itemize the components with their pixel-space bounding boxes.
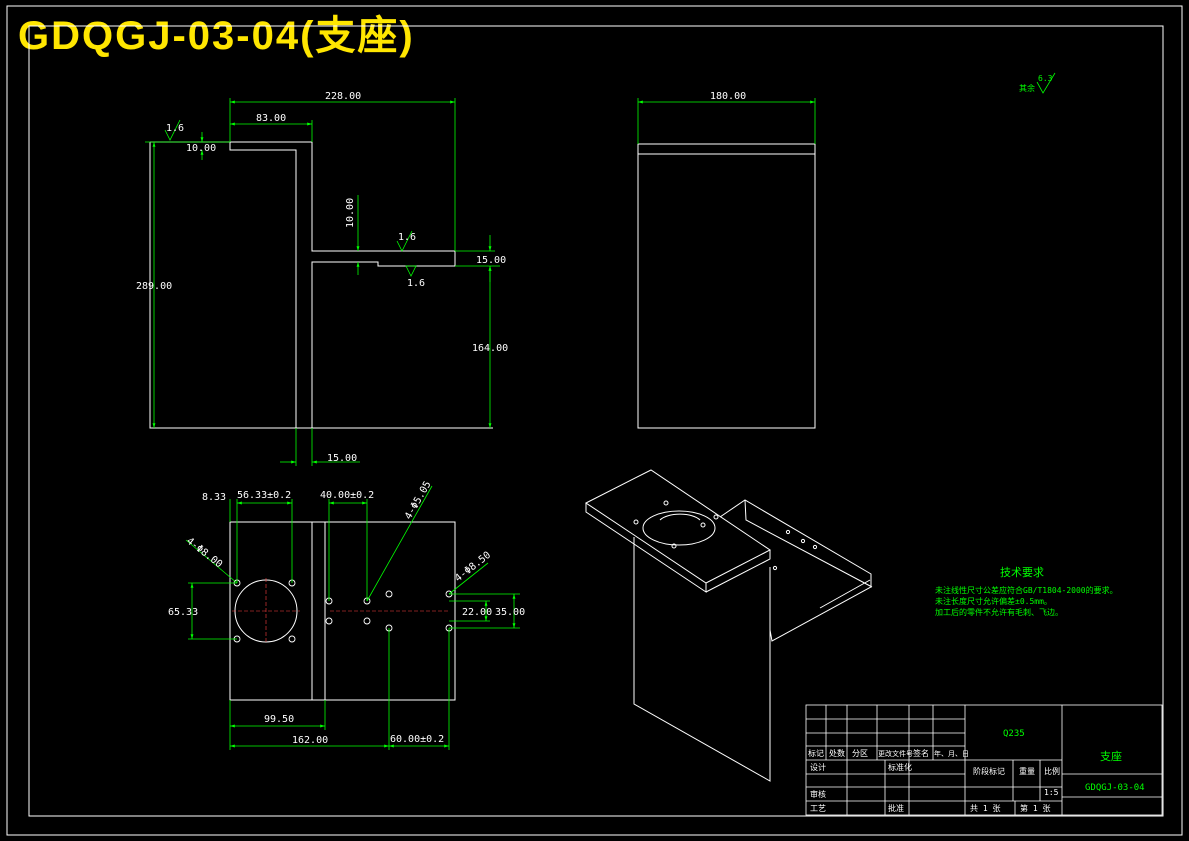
dim-bottom-6: 4-Φ8.50: [453, 550, 493, 585]
dim-bottom-11: 162.00: [292, 735, 328, 746]
drawing-number: GDQGJ-03-04: [1085, 783, 1145, 793]
roughness-general-value: 6.3: [1038, 74, 1053, 83]
general-roughness: 其余 6.3: [1019, 72, 1056, 94]
tb-header: 处数: [829, 748, 845, 758]
side-view-outline: [637, 143, 816, 429]
roughness-value: 1.6: [398, 232, 416, 243]
tb-row-label: 工艺: [810, 804, 826, 813]
tb-scale: 1:5: [1044, 788, 1059, 797]
roughness-value: 1.6: [407, 278, 425, 289]
tb-stage-label: 阶段标记: [973, 766, 1005, 776]
bottom-view-dim-texts: 8.33 56.33±0.2 40.00±0.2 4-Φ5.05 4-Φ8.00…: [168, 479, 525, 746]
dim-bottom-1: 8.33: [202, 492, 226, 503]
dim-wall-thk: 15.00: [327, 453, 357, 464]
dim-bottom-7: 65.33: [168, 607, 198, 618]
tech-req-line: 未注长度尺寸允许偏差±0.5mm。: [935, 596, 1052, 606]
roughness-value: 1.6: [166, 123, 184, 134]
bottom-view-centerlines: [232, 578, 450, 644]
dim-lower-height: 164.00: [472, 343, 508, 354]
tb-row-label: 设计: [810, 762, 826, 772]
dim-height-total: 289.00: [136, 281, 172, 292]
tech-req-line: 未注线性尺寸公差应符合GB/T1804-2000的要求。: [935, 585, 1118, 595]
tb-header: 年、月、日: [934, 749, 969, 758]
bottom-view: 8.33 56.33±0.2 40.00±0.2 4-Φ5.05 4-Φ8.00…: [168, 479, 525, 750]
dim-bottom-10: 99.50: [264, 714, 294, 725]
dim-bottom-3: 40.00±0.2: [320, 490, 374, 501]
tech-req-line: 加工后的零件不允许有毛刺、飞边。: [935, 607, 1063, 617]
dim-side-width: 180.00: [710, 91, 746, 102]
drawing-title: GDQGJ-03-04(支座): [18, 14, 415, 58]
dim-bottom-9: 35.00: [495, 607, 525, 618]
part-name: 支座: [1100, 749, 1122, 763]
title-block: Q235 支座 GDQGJ-03-04 标记 处数 分区 更改文件号 签名 年、…: [805, 704, 1163, 816]
dim-plate-thk: 10.00: [186, 143, 216, 154]
tb-header: 分区: [852, 749, 868, 758]
roughness-symbols: [164, 119, 417, 277]
front-view-dim-texts: 228.00 83.00 10.00 289.00 10.00 15.00 16…: [136, 91, 508, 464]
dim-step: 15.00: [476, 255, 506, 266]
dim-bottom-4: 4-Φ5.05: [403, 479, 434, 521]
tb-sheet-number: 第 1 张: [1020, 803, 1050, 813]
roughness-labels: 1.6 1.6 1.6: [166, 123, 425, 289]
tb-sheet-total: 共 1 张: [970, 804, 1000, 813]
tb-row-label: 审核: [810, 789, 826, 799]
dim-bottom-5: 4-Φ8.00: [184, 536, 224, 571]
dim-bottom-12: 60.00±0.2: [390, 734, 444, 745]
tb-row-label: 批准: [888, 803, 904, 813]
tb-header: 更改文件号: [878, 749, 913, 758]
dim-bottom-2: 56.33±0.2: [237, 490, 291, 501]
tb-stage-label: 重量: [1019, 766, 1035, 776]
tech-req-heading: 技术要求: [1000, 566, 1044, 579]
tb-header: 标记: [808, 748, 824, 758]
side-view-dimlines: [637, 98, 816, 144]
drawing-frame: [6, 5, 1183, 836]
side-view: 180.00: [637, 91, 816, 429]
front-view-dimlines: [145, 98, 500, 466]
dim-bottom-8: 22.00: [462, 607, 492, 618]
dim-top-left: 83.00: [256, 113, 286, 124]
tb-header: 签名: [913, 748, 929, 758]
dim-mid-thk: 10.00: [345, 198, 356, 228]
tb-stage-label: 比例: [1044, 766, 1060, 776]
technical-requirements: 技术要求 未注线性尺寸公差应符合GB/T1804-2000的要求。 未注长度尺寸…: [935, 566, 1118, 617]
front-view-outline: [149, 141, 493, 429]
dim-width-total: 228.00: [325, 91, 361, 102]
front-view: 1.6 1.6 1.6 228.00 83.00 10.00 289.00 10…: [136, 91, 508, 466]
isometric-view: [585, 469, 873, 782]
tb-row-label: 标准化: [888, 762, 912, 772]
bottom-view-dimlines: [185, 485, 520, 750]
material: Q235: [1003, 729, 1025, 739]
roughness-general-label: 其余: [1019, 83, 1035, 93]
